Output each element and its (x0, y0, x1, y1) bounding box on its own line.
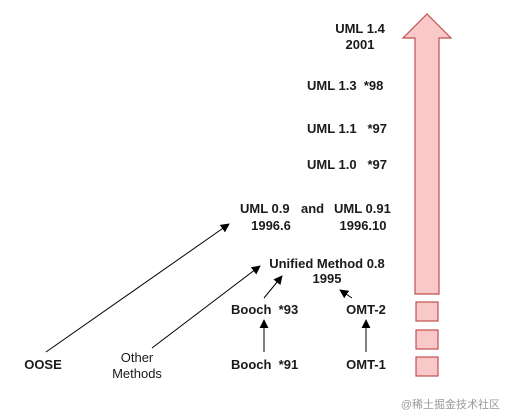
timeline-box-3 (415, 356, 439, 377)
arrow-other-to-unified (151, 265, 261, 349)
label-uml-09: UML 0.9 (240, 201, 290, 216)
label-other-line2: Methods (112, 366, 162, 381)
label-uml-13: UML 1.3 *98 (307, 78, 383, 93)
label-uml-10: UML 1.0 *97 (307, 157, 387, 172)
arrow-omt2-to-unified (339, 289, 353, 299)
timeline-box-1 (415, 301, 439, 322)
label-omt-1: OMT-1 (346, 357, 386, 372)
timeline-arrow (401, 13, 453, 295)
label-other-line1: Other (121, 350, 154, 365)
arrow-booch93-to-unified (263, 275, 283, 299)
label-omt-2: OMT-2 (346, 302, 386, 317)
label-unified-year: 1995 (313, 271, 342, 286)
label-uml-09-date: 1996.6 (251, 218, 291, 233)
label-uml-14-year: 2001 (346, 37, 375, 52)
timeline-box-2 (415, 329, 439, 350)
label-booch-91: Booch *91 (231, 357, 298, 372)
label-booch-93: Booch *93 (231, 302, 298, 317)
label-uml-11: UML 1.1 *97 (307, 121, 387, 136)
watermark: @稀土掘金技术社区 (401, 397, 500, 411)
label-and: and (301, 201, 324, 216)
label-unified-method: Unified Method 0.8 (269, 256, 385, 271)
label-uml-091: UML 0.91 (334, 201, 391, 216)
label-oose: OOSE (24, 357, 62, 372)
label-uml-14: UML 1.4 (335, 21, 385, 36)
arrow-oose-to-uml09 (45, 223, 230, 353)
label-uml-091-date: 1996.10 (340, 218, 387, 233)
